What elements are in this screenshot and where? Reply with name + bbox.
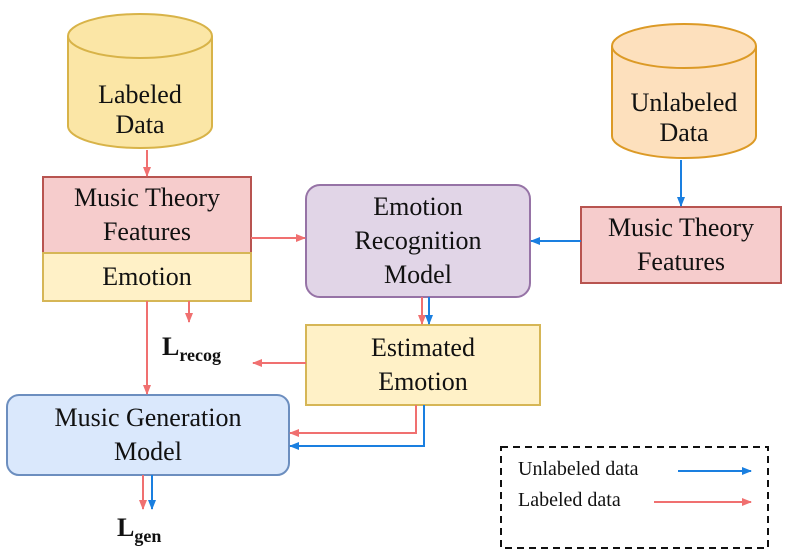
emotion-box [42,252,252,302]
arrow-estimated-to-mgm-red [289,405,417,437]
erm-label: Emotion Recognition Model [354,192,482,289]
loss-gen: Lgen [117,513,161,547]
labeled-data-cylinder [67,13,213,149]
estimated-label: Estimated Emotion [371,333,475,396]
loss-recog-sub: recog [179,345,221,365]
labeled-data-label: Labeled Data [98,80,182,139]
legend-unlabeled-text: Unlabeled data [518,458,639,480]
mtf-right-label: Music Theory Features [607,213,755,276]
loss-gen-main: L [117,513,135,542]
legend-labeled-text: Labeled data [518,489,621,511]
emotion-label: Emotion [102,262,192,291]
mgm-label: Music Generation Model [54,403,242,466]
legend-box [500,446,769,549]
mtf-right-box [580,206,782,284]
mtf-left-label: Music Theory Features [73,183,221,246]
unlabeled-data-label: Unlabeled Data [630,88,738,147]
loss-gen-sub: gen [134,526,162,546]
unlabeled-data-cylinder [611,23,757,159]
mtf-left-box [42,176,252,254]
estimated-box [305,324,541,406]
loss-recog-main: L [162,332,180,361]
arrow-estimated-to-mgm-blue [289,405,425,450]
loss-recog: Lrecog [162,332,221,366]
